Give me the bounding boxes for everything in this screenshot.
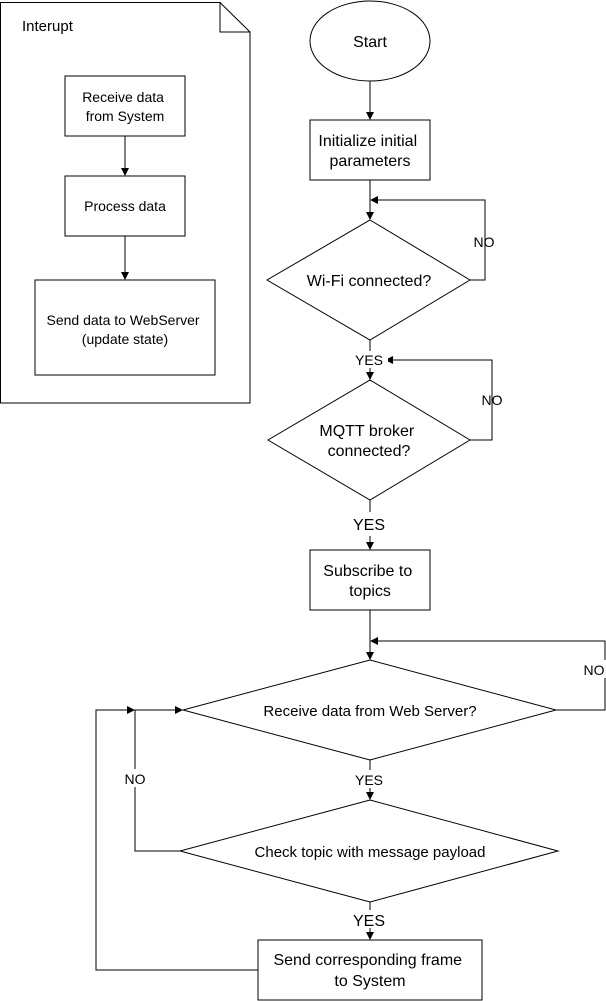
edge-labels: NO YES NO YES NO YES NO YES — [121, 234, 606, 930]
decision-mqtt: MQTT broker connected? — [267, 379, 471, 501]
svg-text:Initialize initial param: Initialize initial parameters — [318, 133, 421, 170]
label-no-wifi: NO — [474, 234, 495, 250]
node-send-frame-line-1: Send corresponding frame — [273, 952, 462, 969]
interrupt-edges — [121, 136, 129, 280]
svg-text:Send data to WebServer (: Send data to WebServer (update state) — [47, 312, 204, 347]
svg-text:Wi-Fi connected?: Wi-Fi connected? — [307, 273, 432, 290]
node-receive-system: Receive data from System — [64, 75, 186, 137]
label-no-receive: NO — [584, 662, 605, 678]
node-send-webserver: Send data to WebServer (update state) — [34, 279, 216, 376]
arrowhead — [366, 212, 374, 220]
node-receive-system-line-2: from System — [86, 108, 165, 124]
decision-wifi: Wi-Fi connected? — [266, 219, 471, 341]
decision-mqtt-line-1: MQTT broker — [319, 423, 415, 440]
node-receive-system-line-1: Receive data — [82, 89, 164, 105]
node-subscribe-line-1: Subscribe to — [323, 563, 412, 580]
edge-wifi-no-loop — [377, 199, 486, 281]
node-start: Start — [309, 0, 431, 82]
arrowhead — [366, 112, 374, 120]
node-initialize-line-2: parameters — [330, 153, 411, 170]
arrowhead — [366, 652, 374, 660]
arrowhead — [175, 706, 183, 714]
label-no-mqtt: NO — [482, 392, 503, 408]
node-send-frame-line-2: to System — [334, 973, 405, 990]
decision-check-topic-line-1: Check topic with message payload — [255, 844, 486, 861]
node-process-data-line-1: Process data — [84, 198, 166, 214]
label-yes-mqtt: YES — [353, 517, 385, 534]
decision-receive-webserver: Receive data from Web Server? — [181, 659, 558, 761]
arrowhead — [121, 168, 129, 176]
arrowhead — [366, 372, 374, 380]
arrowhead — [366, 542, 374, 550]
decision-mqtt-line-2: connected? — [328, 443, 411, 460]
label-yes-check: YES — [353, 913, 385, 930]
arrowhead — [127, 706, 135, 714]
svg-text:Check topic with message paylo: Check topic with message payload — [255, 844, 486, 861]
node-initialize-line-1: Initialize initial — [318, 133, 417, 150]
decision-wifi-line-1: Wi-Fi connected? — [307, 273, 432, 290]
node-send-frame: Send corresponding frame to System — [257, 939, 483, 1001]
svg-text:Send corresponding frame: Send corresponding frame to System — [273, 952, 466, 990]
node-process-data: Process data — [64, 175, 186, 237]
arrowhead — [370, 637, 378, 645]
arrowhead — [366, 932, 374, 940]
node-send-webserver-line-1: Send data to WebServer — [47, 312, 200, 328]
decision-check-topic: Check topic with message payload — [178, 799, 560, 903]
svg-text:MQTT broker connected?: MQTT broker connected? — [319, 423, 418, 460]
node-subscribe: Subscribe to topics — [309, 549, 431, 611]
node-start-label: Start — [353, 34, 387, 51]
label-yes-receive: YES — [355, 772, 383, 788]
node-send-webserver-line-2: (update state) — [82, 331, 168, 347]
svg-text:Receive data from Web Server?: Receive data from Web Server? — [263, 703, 476, 720]
svg-text:Process data: Process data — [84, 198, 166, 214]
edge-send-loop-back — [95, 709, 258, 971]
interrupt-title: Interupt — [22, 18, 74, 35]
svg-text:Subscribe to topics: Subscribe to topics — [323, 563, 416, 600]
label-no-check: NO — [125, 771, 146, 787]
decision-receive-webserver-line-1: Receive data from Web Server? — [263, 703, 476, 720]
node-subscribe-line-2: topics — [349, 583, 391, 600]
arrowhead — [385, 356, 393, 364]
label-yes-wifi: YES — [355, 352, 383, 368]
svg-text:Receive data from System: Receive data from System — [82, 89, 168, 124]
arrowhead — [121, 272, 129, 280]
arrowhead — [370, 196, 378, 204]
edge-mqtt-no-loop — [392, 359, 493, 441]
node-initialize: Initialize initial parameters — [309, 119, 431, 181]
arrowhead — [366, 792, 374, 800]
